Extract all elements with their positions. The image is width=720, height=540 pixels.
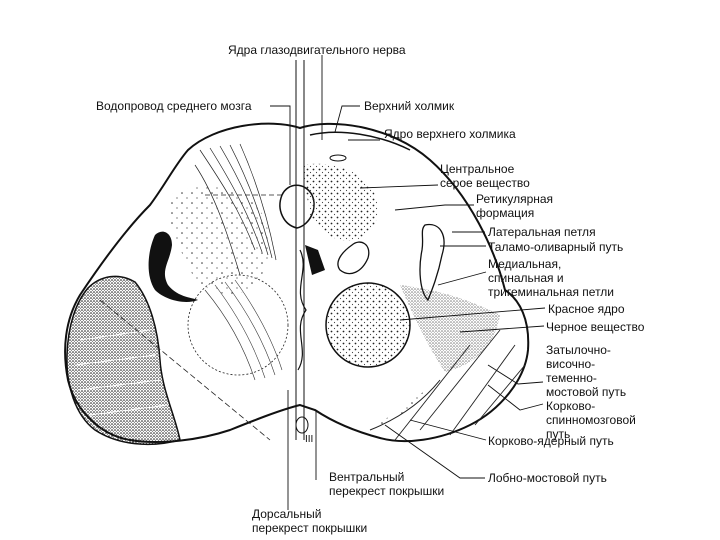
- label-ventral-decussation-2: перекрест покрышки: [329, 484, 445, 498]
- medial-lemniscus-shape: [337, 241, 370, 275]
- label-occipito-4: мостовой путь: [546, 385, 627, 399]
- section-outline: [64, 122, 530, 443]
- label-oculomotor-nuclei: Ядра глазодвигательного нерва: [228, 43, 406, 57]
- left-fiber-lines: [194, 143, 277, 276]
- label-lemnisci-1: Медиальная,: [488, 257, 562, 271]
- left-peduncle-fibers: [74, 329, 169, 416]
- label-substantia-nigra: Черное вещество: [546, 320, 645, 334]
- right-crus-inner: [369, 379, 441, 431]
- central-gray-matter: [302, 163, 378, 241]
- left-reticular-region: [168, 186, 270, 294]
- label-frontopontine: Лобно-мостовой путь: [488, 471, 607, 485]
- label-ventral-decussation-1: Вентральный: [329, 470, 405, 484]
- left-cerebral-peduncle: [66, 275, 181, 446]
- midline-fibers: [297, 249, 307, 371]
- label-lemnisci-3: тригеминальная петли: [488, 285, 615, 299]
- label-reticular-2: формация: [476, 206, 535, 220]
- leader-lines: [270, 55, 546, 510]
- label-corticonuclear: Корково-ядерный путь: [488, 434, 614, 448]
- label-occipito-1: Затылочно-: [546, 343, 611, 357]
- left-red-nucleus-outline: [187, 274, 289, 376]
- label-dorsal-decussation-1: Дорсальный: [252, 507, 322, 521]
- oculomotor-nucleus-dark: [305, 245, 325, 275]
- right-crus-lines: [394, 329, 526, 441]
- colliculus-nucleus-spot: [329, 154, 347, 162]
- label-occipito-2: височно-: [546, 357, 596, 371]
- label-lemnisci-2: спинальная и: [488, 271, 564, 285]
- label-superior-colliculus-nucleus: Ядро верхнего холмика: [384, 127, 516, 141]
- left-nucleus-fibers: [204, 279, 283, 381]
- label-dorsal-decussation-2: перекрест покрышки: [252, 521, 368, 535]
- label-reticular-1: Ретикулярная: [476, 192, 554, 206]
- label-superior-colliculus: Верхний холмик: [364, 99, 455, 113]
- label-occipito-3: теменно-: [546, 371, 597, 385]
- label-aqueduct: Водопровод среднего мозга: [96, 99, 252, 113]
- red-nucleus: [325, 282, 411, 368]
- label-corticospinal-3: путь: [546, 427, 571, 441]
- label-central-gray-1: Центральное: [440, 162, 515, 176]
- label-lateral-lemniscus: Латеральная петля: [488, 225, 596, 239]
- nerve-numeral: III: [305, 434, 313, 445]
- nerve-root-loop: [295, 416, 309, 434]
- label-red-nucleus: Красное ядро: [548, 302, 625, 316]
- left-dashed-line-2: [99, 299, 271, 441]
- label-corticospinal-1: Корково-: [546, 399, 596, 413]
- label-central-gray-2: серое вещество: [440, 176, 530, 190]
- label-corticospinal-2: спинномозговой: [546, 413, 636, 427]
- substantia-nigra: [400, 285, 500, 372]
- superior-colliculus-cap: [309, 131, 411, 151]
- left-dark-band: [148, 231, 198, 302]
- lateral-lemniscus-shape: [419, 223, 445, 302]
- label-thalamo-olivary: Таламо-оливарный путь: [488, 240, 624, 254]
